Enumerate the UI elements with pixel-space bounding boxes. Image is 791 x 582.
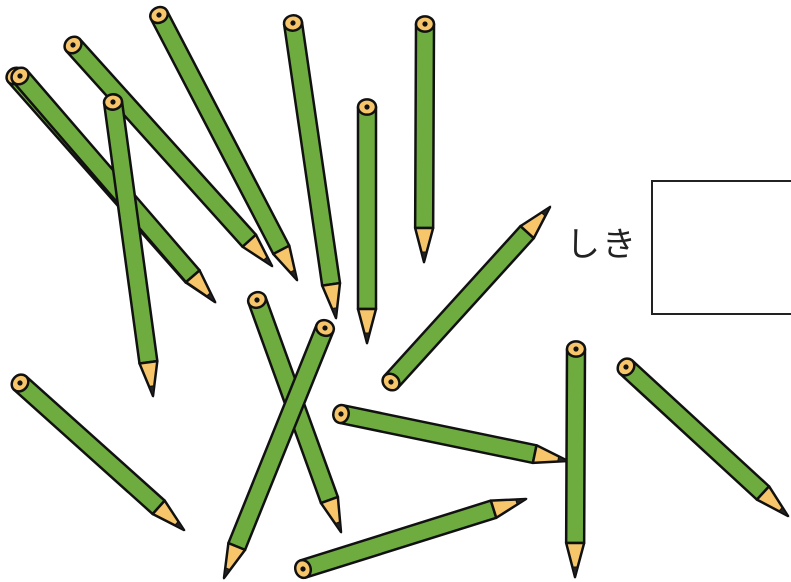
pencil-lead [334,521,342,534]
pencil-tip [241,233,274,268]
pencil [102,93,159,398]
pencil-core [70,42,76,48]
pencil-core [322,325,328,331]
answer-box[interactable] [651,180,791,315]
pencil-lead [540,205,552,217]
pencil-tip [151,499,186,532]
pencil-lead [778,506,790,518]
pencil-body [282,20,342,287]
pencil-tip [272,244,299,282]
pencil [616,357,790,518]
pencil-lead [262,255,274,268]
pencil [10,373,186,532]
pencil [63,35,274,268]
pencil-core [623,364,629,370]
pencil-lead [514,498,528,506]
pencil-lead [420,251,428,264]
pencil-core [422,21,428,27]
pencil-body [564,347,587,545]
pencil-core [290,20,296,26]
pencil-lead [223,567,231,580]
pencil-core [388,379,394,385]
pencil-tip [519,205,552,240]
pencil-body [413,22,436,230]
pencil-tip [564,541,586,579]
pencil-tip [356,307,378,345]
answer-label: しき [566,225,638,265]
pencil-body [337,403,538,465]
pencil-lead [205,291,217,304]
pencil-tip [319,495,343,534]
pencil-tip [320,281,342,320]
pencil-body [12,375,166,516]
pencil-tip [413,226,435,264]
pencil-tip [184,269,217,304]
pencil [381,205,552,392]
pencil-body [356,105,378,311]
pencil-body [618,359,771,501]
pencil-lead [148,385,155,398]
pencil-lead [173,520,186,532]
pencil-tip [755,485,790,518]
pencil-core [110,99,116,105]
pencil-core [338,411,344,417]
pencil [149,5,299,282]
pencil-core [254,297,260,303]
pencil-core [17,73,23,79]
pencil [564,340,587,579]
pencil-tip [531,444,570,465]
pencil [222,318,336,580]
pencil-lead [363,332,371,345]
pencil-tip [138,359,159,398]
pencil-body [383,224,536,390]
pencil-lead [331,307,338,320]
pencil [413,15,436,264]
pencil-tip [222,541,247,580]
pencil-lead [571,566,579,579]
pencil [293,497,528,580]
pencil-core [17,380,23,386]
pencil-core [156,12,162,18]
pencil-core [573,346,579,352]
pencil-core [364,104,370,110]
pencil [282,14,342,320]
pencil-tip [489,497,528,520]
pencil [332,403,570,465]
pencil [356,98,378,345]
pencil-lead [289,269,298,282]
pencil-core [300,566,306,572]
